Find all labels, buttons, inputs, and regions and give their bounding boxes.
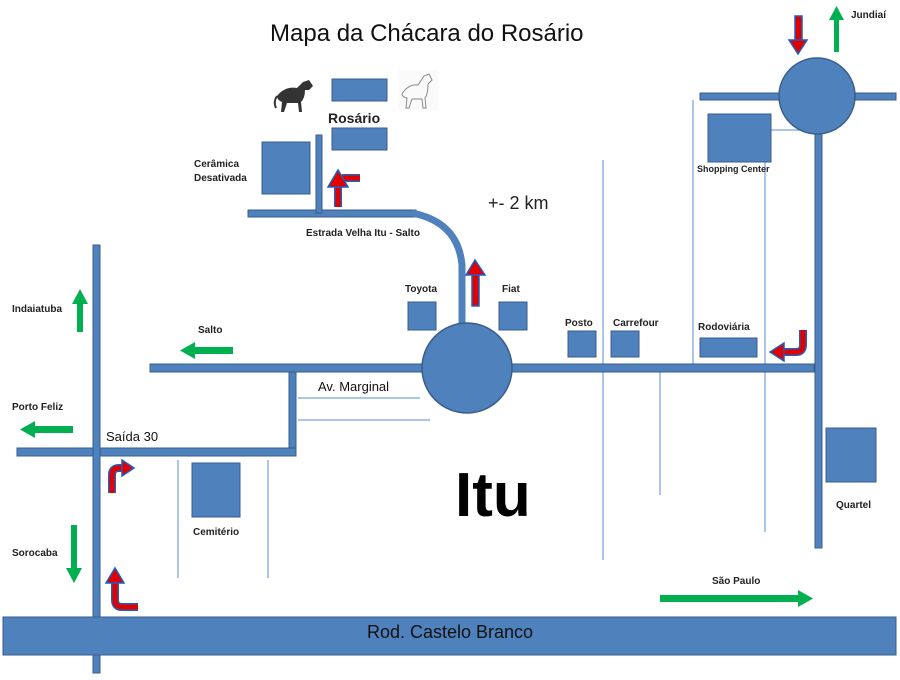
horse-outline-icon bbox=[398, 70, 438, 110]
place-cemiterio: Cemitério bbox=[193, 527, 240, 538]
arrow-left-icon-porto-feliz bbox=[20, 421, 73, 438]
dest-salto: Salto bbox=[198, 325, 223, 336]
place-ceramica: Cerâmica Desativada bbox=[194, 159, 247, 184]
place-quartel: Quartel bbox=[836, 500, 872, 511]
dest-porto-feliz: Porto Feliz bbox=[12, 402, 64, 413]
buildings bbox=[191, 78, 877, 518]
road-curve-to-roundabout bbox=[411, 209, 466, 325]
road-west-vertical bbox=[92, 244, 101, 674]
building-cemiterio bbox=[191, 462, 241, 518]
side-streets bbox=[177, 100, 812, 578]
horse-icon bbox=[273, 80, 313, 112]
dest-indaiatuba: Indaiatuba bbox=[12, 304, 63, 315]
up-arrow-icon-curve bbox=[464, 258, 487, 307]
road-estrada-velha bbox=[247, 209, 417, 218]
road-rosario-access bbox=[315, 134, 323, 214]
place-posto: Posto bbox=[565, 318, 593, 329]
city-label: Itu bbox=[455, 461, 531, 530]
roundabout-jundiai bbox=[778, 57, 856, 135]
place-fiat: Fiat bbox=[502, 284, 520, 295]
arrow-up-icon-indaiatuba bbox=[72, 289, 88, 332]
building-rosario-top bbox=[331, 78, 388, 102]
roundabout-itu bbox=[421, 322, 513, 414]
road-saida-30 bbox=[16, 447, 297, 457]
road-label-saida: Saída 30 bbox=[106, 429, 159, 444]
arrow-up-icon-jundiai bbox=[829, 6, 844, 52]
dest-sorocaba: Sorocaba bbox=[12, 548, 58, 559]
building-rosario-bottom bbox=[331, 127, 388, 151]
highway-castelo-branco bbox=[2, 616, 897, 656]
turn-arrow-icon-rodoviaria bbox=[768, 330, 807, 363]
dest-jundiai: Jundiaí bbox=[851, 10, 887, 21]
turn-arrow-icon-saida bbox=[108, 458, 136, 493]
place-carrefour: Carrefour bbox=[613, 318, 659, 329]
building-ceramica bbox=[261, 141, 311, 195]
building-fiat bbox=[498, 301, 528, 331]
building-quartel bbox=[825, 427, 877, 483]
turn-arrow-icon-highway bbox=[104, 566, 138, 611]
map-title: Mapa da Chácara do Rosário bbox=[270, 20, 584, 47]
arrow-down-icon-sorocaba bbox=[66, 525, 82, 583]
dest-sao-paulo: São Paulo bbox=[712, 576, 761, 587]
road-av-marginal-vertical bbox=[288, 371, 297, 451]
turn-arrow-icon-rosario bbox=[326, 168, 360, 207]
down-arrow-icon-jundiai bbox=[787, 15, 809, 56]
place-shopping: Shopping Center bbox=[697, 164, 770, 174]
place-toyota: Toyota bbox=[405, 284, 438, 295]
building-posto bbox=[567, 330, 597, 358]
arrow-left-icon-salto bbox=[180, 342, 233, 359]
green-arrows bbox=[20, 6, 844, 607]
place-rodoviaria: Rodoviária bbox=[698, 322, 750, 333]
place-rosario: Rosário bbox=[328, 110, 381, 126]
road-label-marginal: Av. Marginal bbox=[318, 379, 390, 394]
building-toyota bbox=[407, 301, 437, 331]
building-rodoviaria bbox=[699, 337, 758, 358]
arrow-right-icon-sao-paulo bbox=[660, 590, 813, 607]
road-label-estrada: Estrada Velha Itu - Salto bbox=[306, 228, 420, 239]
building-shopping bbox=[707, 113, 772, 163]
highway-label: Rod. Castelo Branco bbox=[366, 622, 534, 642]
road-east-vertical bbox=[814, 129, 823, 549]
distance-label: +- 2 km bbox=[488, 193, 549, 213]
building-carrefour bbox=[610, 330, 640, 358]
